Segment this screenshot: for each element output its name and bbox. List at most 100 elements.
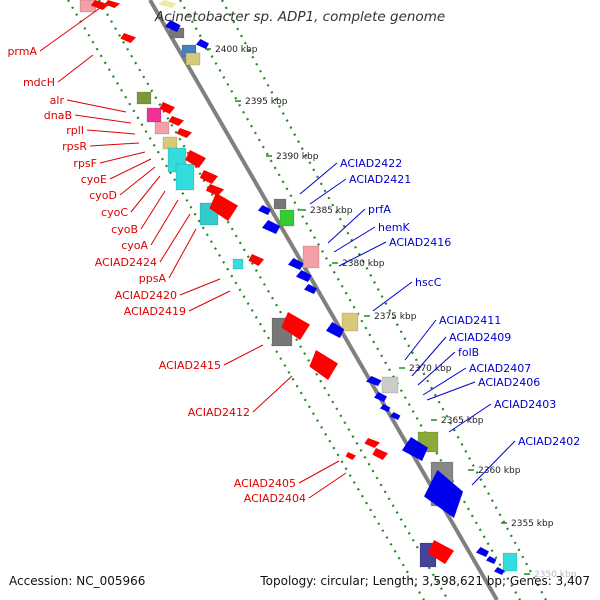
gene-arrow: [380, 404, 391, 412]
gene-label[interactable]: hemK: [378, 221, 410, 234]
gene-block: [146, 107, 162, 123]
gene-arrow: [196, 39, 209, 49]
gene-arrow: [326, 322, 345, 338]
gene-arrow: [402, 437, 428, 461]
gene-label-connector: [223, 344, 264, 366]
genome-summary-text: Topology: circular; Length: 3,598,621 bp…: [260, 574, 590, 588]
gene-arrow: [205, 184, 224, 196]
gene-arrow: [364, 438, 380, 448]
track-dotted-line: [179, 0, 521, 600]
gene-arrow: [104, 0, 120, 8]
gene-label[interactable]: cyoB: [111, 223, 138, 236]
gene-label[interactable]: rplI: [66, 124, 84, 137]
gene-label-connector: [309, 178, 347, 205]
gene-label-connector: [168, 228, 197, 279]
gene-label-connector: [140, 190, 166, 230]
gene-label[interactable]: mdcH: [23, 76, 55, 89]
gene-label[interactable]: ACIAD2419: [124, 305, 186, 318]
kbp-tick-label: 2380 kbp: [342, 259, 385, 269]
gene-arrow: [281, 312, 310, 340]
gene-label[interactable]: ACIAD2422: [340, 157, 402, 170]
kbp-tick-label: 2385 kbp: [310, 206, 353, 216]
gene-block: [302, 245, 320, 269]
gene-block: [162, 136, 178, 150]
gene-label[interactable]: ACIAD2424: [95, 256, 157, 269]
gene-arrow: [486, 556, 497, 564]
gene-label-connector: [252, 375, 293, 413]
gene-label[interactable]: ACIAD2404: [244, 492, 306, 505]
gene-arrow: [159, 102, 175, 114]
gene-label[interactable]: ACIAD2421: [349, 173, 411, 186]
gene-label[interactable]: folB: [458, 346, 479, 359]
gene-block: [279, 209, 295, 227]
gene-label[interactable]: ACIAD2420: [115, 289, 177, 302]
gene-arrow: [494, 567, 505, 575]
gene-label[interactable]: prfA: [368, 203, 391, 216]
gene-arrow: [428, 540, 454, 564]
gene-arrow: [366, 376, 382, 386]
gene-label[interactable]: hscC: [415, 276, 442, 289]
kbp-tick-label: 2360 kbp: [478, 466, 521, 476]
kbp-tick-label: 2390 kbp: [276, 152, 319, 162]
gene-arrow: [424, 470, 463, 518]
gene-label[interactable]: ACIAD2415: [159, 359, 221, 372]
gene-arrow: [296, 270, 312, 282]
gene-block: [381, 376, 399, 394]
gene-label[interactable]: ACIAD2402: [518, 435, 580, 448]
gene-block: [185, 52, 201, 66]
gene-label-connector: [119, 166, 156, 196]
gene-label[interactable]: ACIAD2411: [439, 314, 501, 327]
gene-label[interactable]: ACIAD2409: [449, 331, 511, 344]
gene-label-connector: [39, 7, 101, 52]
gene-label-connector: [417, 351, 456, 386]
gene-label[interactable]: dnaB: [44, 109, 72, 122]
gene-label[interactable]: ACIAD2403: [494, 398, 556, 411]
gene-arrow: [476, 547, 489, 557]
gene-label[interactable]: rpsR: [62, 140, 87, 153]
gene-label-connector: [411, 336, 447, 377]
gene-label[interactable]: alr: [50, 94, 65, 107]
gene-arrow: [209, 193, 238, 221]
gene-label[interactable]: cyoA: [121, 239, 148, 252]
gene-arrow: [199, 170, 218, 184]
gene-block: [232, 258, 244, 270]
gene-label-connector: [422, 367, 467, 396]
gene-label-connector: [159, 213, 191, 263]
gene-arrow: [165, 20, 181, 32]
accession-text: Accession: NC_005966: [9, 574, 146, 588]
gene-label-connector: [299, 162, 338, 195]
gene-label[interactable]: prmA: [7, 45, 37, 58]
gene-arrow: [176, 128, 192, 138]
gene-arrow: [120, 33, 136, 43]
gene-label[interactable]: ACIAD2416: [389, 236, 451, 249]
kbp-tick-label: 2395 kbp: [245, 97, 288, 107]
gene-label[interactable]: cyoD: [89, 189, 117, 202]
gene-label[interactable]: ACIAD2405: [234, 477, 296, 490]
gene-label[interactable]: ACIAD2412: [188, 406, 250, 419]
gene-block: [502, 552, 518, 572]
gene-arrow: [309, 350, 338, 380]
gene-label[interactable]: ppsA: [139, 272, 167, 285]
label-layer: prmA mdcH alr dnaB rplI rpsR rpsF cyoE cyoD cyoC c…: [7, 7, 580, 505]
gene-label-connector: [86, 129, 136, 135]
gene-label-connector: [57, 54, 94, 83]
gene-arrow: [374, 392, 387, 402]
gene-label[interactable]: ACIAD2406: [478, 376, 540, 389]
gene-label[interactable]: ACIAD2407: [469, 362, 531, 375]
gene-label-connector: [150, 199, 179, 246]
gene-label-connector: [471, 440, 516, 486]
gene-label[interactable]: cyoE: [81, 173, 107, 186]
kbp-tick-label: 2350 kbp: [534, 570, 577, 580]
gene-block: [341, 312, 359, 332]
kbp-tick-label: 2355 kbp: [511, 519, 554, 529]
gene-label[interactable]: cyoC: [101, 206, 128, 219]
gene-layer: [79, 0, 518, 575]
gene-label[interactable]: rpsF: [73, 157, 97, 170]
kbp-tick-label: 2375 kbp: [374, 312, 417, 322]
gene-arrow: [168, 116, 184, 126]
gene-label-connector: [66, 99, 127, 113]
gene-label-connector: [404, 319, 437, 361]
kbp-tick-label: 2365 kbp: [441, 416, 484, 426]
